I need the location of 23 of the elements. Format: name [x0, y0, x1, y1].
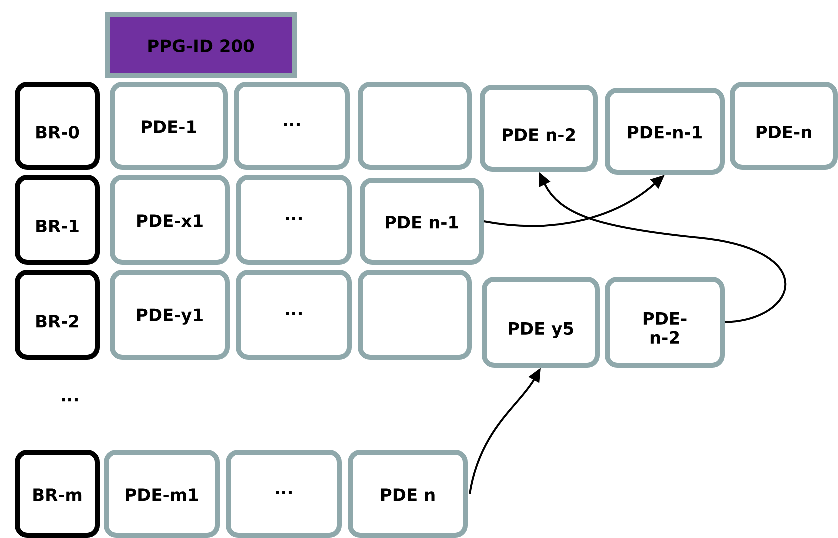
entry-box: PDE-y1: [110, 270, 230, 360]
entry-box: PDE n-1: [360, 178, 484, 265]
entry-box: PDE-n: [730, 82, 838, 170]
entry-box: ...: [226, 450, 342, 538]
entry-box: PDE-x1: [110, 175, 230, 265]
empty-box: [358, 270, 472, 360]
entry-box: PDE-1: [110, 82, 228, 170]
ellipsis-label: ...: [62, 398, 78, 402]
entry-box: ...: [234, 82, 350, 170]
entry-box: PDE- n-2: [605, 277, 725, 368]
entry-box: PDE y5: [482, 277, 600, 368]
entry-box: ...: [236, 270, 352, 360]
empty-box: [358, 82, 472, 170]
id-tag: PPG-ID 200: [105, 12, 297, 78]
entry-box: PDE-n-1: [605, 88, 725, 175]
entry-box: ...: [236, 175, 352, 265]
row-box: BR-0: [15, 82, 100, 170]
entry-box: PDE-m1: [104, 450, 220, 538]
row-box: BR-1: [15, 175, 100, 265]
row-box: BR-2: [15, 270, 100, 360]
row-box: BR-m: [15, 450, 100, 538]
entry-box: PDE n: [348, 450, 468, 538]
entry-box: PDE n-2: [480, 85, 598, 172]
